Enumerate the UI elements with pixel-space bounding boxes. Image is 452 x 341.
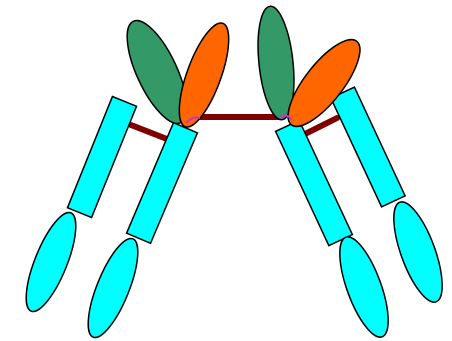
right-outer-lower-domain — [384, 196, 452, 307]
right-inner-constant-block — [276, 120, 353, 245]
left-short-linker — [131, 125, 172, 141]
left-outer-lower-domain — [16, 207, 85, 317]
left-inner-lower-domain — [78, 233, 147, 341]
right-outer-constant-block — [331, 87, 405, 207]
left-outer-constant-block — [67, 96, 136, 217]
right-inner-lower-domain — [330, 231, 398, 341]
left-inner-constant-block — [127, 123, 198, 244]
